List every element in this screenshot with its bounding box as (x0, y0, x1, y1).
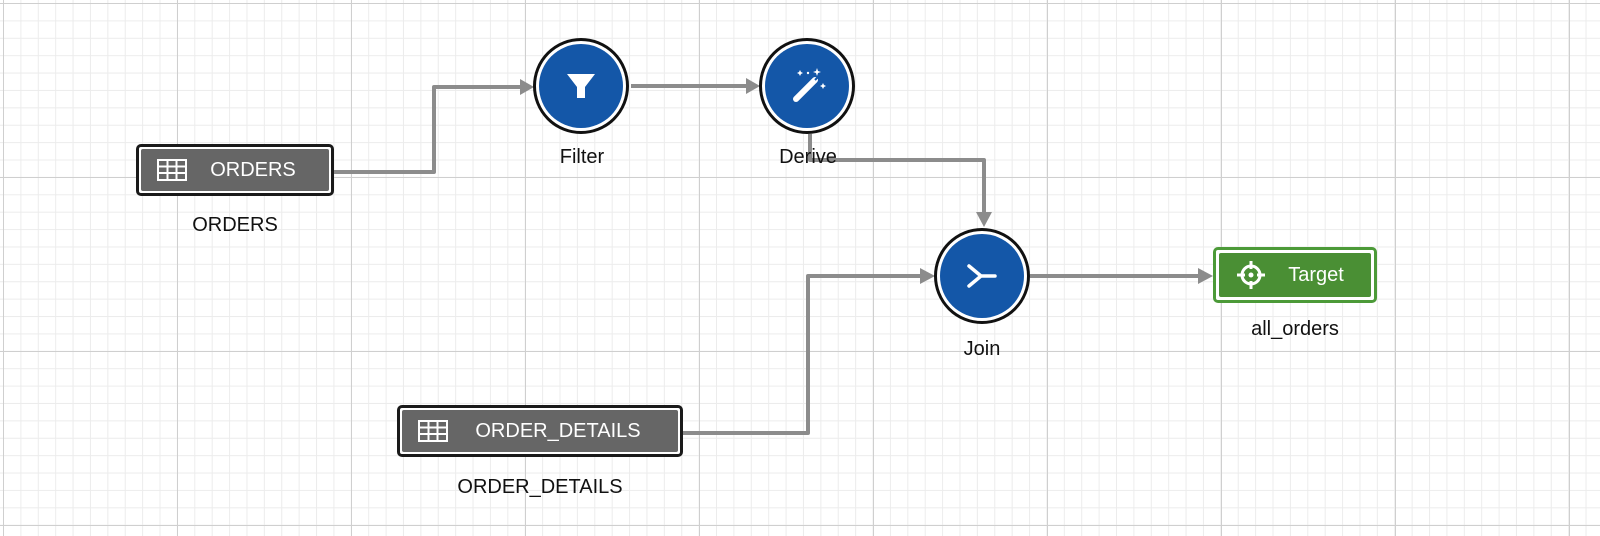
table-icon (418, 420, 448, 442)
filter-node[interactable] (533, 38, 629, 134)
derive-node-body (765, 44, 849, 128)
join-icon (967, 264, 997, 288)
edge-orders-to-filter[interactable] (332, 85, 520, 174)
source-node-order-details-label: ORDER_DETAILS (475, 419, 641, 442)
crosshair-icon (1237, 261, 1265, 289)
source-node-order-details[interactable]: ORDER_DETAILS (397, 405, 683, 457)
caption-derive: Derive (779, 146, 837, 168)
target-node-label: Target (1288, 263, 1344, 286)
source-node-orders-body: ORDERS (141, 149, 329, 191)
source-node-orders-label: ORDERS (210, 158, 296, 181)
arrowhead-derive (746, 78, 760, 94)
arrowhead-target (1198, 268, 1213, 284)
caption-orders: ORDERS (192, 214, 278, 236)
edge-order-details-to-join[interactable] (680, 274, 920, 435)
arrowhead-filter (520, 79, 534, 95)
arrowhead-join-left (920, 268, 935, 284)
caption-order-details: ORDER_DETAILS (457, 476, 623, 498)
source-node-order-details-body: ORDER_DETAILS (402, 410, 678, 452)
derive-node[interactable] (759, 38, 855, 134)
target-node-body: Target (1219, 253, 1371, 297)
caption-target: all_orders (1251, 318, 1339, 340)
target-node[interactable]: Target (1213, 247, 1377, 303)
magic-wand-icon (793, 68, 826, 102)
arrowhead-join-top (976, 212, 992, 227)
table-icon (157, 159, 187, 181)
join-node[interactable] (934, 228, 1030, 324)
filter-icon (567, 74, 595, 98)
edge-derive-to-join[interactable] (808, 134, 986, 212)
filter-node-body (539, 44, 623, 128)
join-node-body (940, 234, 1024, 318)
caption-filter: Filter (559, 146, 605, 168)
caption-join: Join (963, 338, 1001, 360)
source-node-orders[interactable]: ORDERS (136, 144, 334, 196)
